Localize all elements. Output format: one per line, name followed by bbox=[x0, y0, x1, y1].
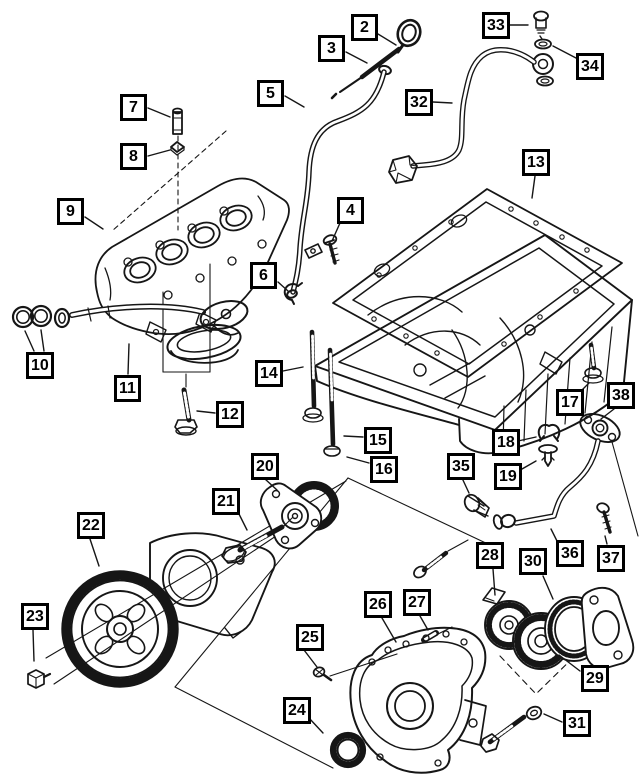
callout-19[interactable]: 19 bbox=[494, 463, 522, 490]
leader-lines bbox=[24, 24, 615, 734]
washer-bolt-drawing bbox=[480, 705, 543, 753]
callout-38[interactable]: 38 bbox=[607, 382, 635, 409]
crank-seal-drawing bbox=[329, 731, 367, 769]
bracket-bolt-drawing bbox=[322, 234, 340, 265]
callout-28[interactable]: 28 bbox=[476, 542, 504, 569]
nut-drawing bbox=[170, 141, 185, 156]
callout-15[interactable]: 15 bbox=[364, 427, 392, 454]
crank-pulley-drawing bbox=[61, 570, 179, 688]
pan-bolts-drawing bbox=[302, 329, 341, 457]
callout-24[interactable]: 24 bbox=[283, 697, 311, 724]
oil-feed-line-drawing bbox=[388, 47, 554, 184]
banjo-bolt-drawing bbox=[533, 10, 549, 40]
callout-10[interactable]: 10 bbox=[26, 352, 54, 379]
callout-29[interactable]: 29 bbox=[581, 665, 609, 692]
callout-5[interactable]: 5 bbox=[257, 80, 284, 107]
callout-9[interactable]: 9 bbox=[57, 198, 84, 225]
callout-8[interactable]: 8 bbox=[120, 143, 147, 170]
o-rings-drawing bbox=[11, 304, 71, 329]
dowel-pin-drawing bbox=[421, 630, 439, 643]
dipstick-tube-drawing bbox=[286, 64, 392, 299]
sealing-washers-drawing bbox=[534, 38, 554, 87]
tube-flange-drawing bbox=[579, 413, 621, 443]
callout-4[interactable]: 4 bbox=[337, 197, 364, 224]
pulley-bolt-drawing bbox=[27, 669, 52, 689]
callout-3[interactable]: 3 bbox=[318, 35, 345, 62]
callout-32[interactable]: 32 bbox=[405, 89, 433, 116]
callout-27[interactable]: 27 bbox=[403, 589, 431, 616]
callout-2[interactable]: 2 bbox=[351, 14, 378, 41]
callout-21[interactable]: 21 bbox=[212, 488, 240, 515]
oil-pickup-tube-drawing bbox=[69, 299, 249, 364]
callout-31[interactable]: 31 bbox=[563, 710, 591, 737]
pan-bolt-12-drawing bbox=[174, 387, 198, 436]
callout-6[interactable]: 6 bbox=[250, 262, 277, 289]
dipstick-drawing bbox=[330, 18, 422, 100]
pump-bolt-drawing bbox=[221, 516, 294, 564]
callout-23[interactable]: 23 bbox=[21, 603, 49, 630]
callout-16[interactable]: 16 bbox=[370, 456, 398, 483]
callout-18[interactable]: 18 bbox=[492, 429, 520, 456]
flange-screw-drawing bbox=[596, 502, 612, 534]
callout-34[interactable]: 34 bbox=[576, 53, 604, 80]
callout-26[interactable]: 26 bbox=[364, 591, 392, 618]
pan-bolt-17-drawing bbox=[582, 342, 604, 384]
callout-14[interactable]: 14 bbox=[255, 360, 283, 387]
callout-17[interactable]: 17 bbox=[556, 389, 584, 416]
callout-25[interactable]: 25 bbox=[296, 624, 324, 651]
pump-gears-drawing bbox=[482, 587, 604, 670]
drain-plug-drawing bbox=[463, 493, 490, 518]
stud-drawing bbox=[172, 107, 183, 135]
callout-22[interactable]: 22 bbox=[77, 512, 105, 539]
callout-13[interactable]: 13 bbox=[522, 149, 550, 176]
callout-33[interactable]: 33 bbox=[482, 12, 510, 39]
callout-35[interactable]: 35 bbox=[447, 453, 475, 480]
callout-37[interactable]: 37 bbox=[597, 545, 625, 572]
timing-cover-drawing bbox=[349, 626, 487, 774]
gear-housing-drawing bbox=[580, 586, 635, 670]
callout-7[interactable]: 7 bbox=[120, 94, 147, 121]
oil-tube-drawing bbox=[492, 438, 601, 530]
callout-12[interactable]: 12 bbox=[216, 401, 244, 428]
callout-20[interactable]: 20 bbox=[251, 453, 279, 480]
sensor-clip-drawing bbox=[537, 424, 561, 442]
cover-screw-drawing bbox=[312, 666, 333, 682]
cylinder-block-drawing bbox=[94, 177, 290, 343]
mount-bolt-drawing bbox=[413, 539, 469, 579]
callout-30[interactable]: 30 bbox=[519, 548, 547, 575]
oil-level-sensor-drawing bbox=[538, 444, 558, 467]
callout-36[interactable]: 36 bbox=[556, 540, 584, 567]
callout-11[interactable]: 11 bbox=[114, 375, 141, 402]
